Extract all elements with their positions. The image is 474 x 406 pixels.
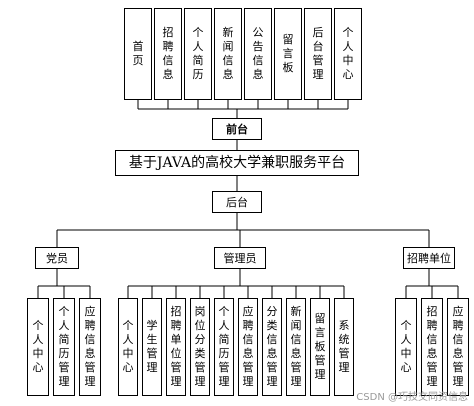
system-title-node: 基于JAVA的高校大学兼职服务平台 xyxy=(115,150,359,176)
front-module-news: 新闻信息 xyxy=(214,8,242,100)
front-module-admin-console-label: 后台管理 xyxy=(312,26,324,81)
role-member: 党员 xyxy=(35,247,79,269)
role-admin-module-9-label: 系统管理 xyxy=(338,319,350,374)
role-admin-module-0: 个人中心 xyxy=(118,298,138,396)
role-admin: 管理员 xyxy=(214,247,266,269)
role-admin-module-1-label: 学生管理 xyxy=(146,319,158,374)
front-module-notice: 公告信息 xyxy=(244,8,272,100)
role-admin-module-5: 应聘信息管理 xyxy=(238,298,258,396)
back-label: 后台 xyxy=(226,195,248,209)
front-module-home-label: 首页 xyxy=(132,40,144,67)
front-module-message-board: 留言板 xyxy=(274,8,302,100)
front-node: 前台 xyxy=(212,118,262,140)
role-employer-module-1: 招聘信息管理 xyxy=(421,298,443,396)
role-employer-module-0: 个人中心 xyxy=(395,298,417,396)
role-member-module-0: 个人中心 xyxy=(27,298,49,396)
role-employer: 招聘单位 xyxy=(403,247,455,269)
back-node: 后台 xyxy=(212,191,262,213)
role-admin-module-4-label: 个人简历管理 xyxy=(218,305,230,388)
role-member-module-1: 个人简历管理 xyxy=(53,298,75,396)
role-member-module-2-label: 应聘信息管理 xyxy=(84,305,96,388)
role-employer-module-2: 应聘信息管理 xyxy=(447,298,469,396)
front-module-job-info: 招聘信息 xyxy=(154,8,182,100)
front-module-home: 首页 xyxy=(124,8,152,100)
role-admin-module-9: 系统管理 xyxy=(334,298,354,396)
front-module-personal-center-label: 个人中心 xyxy=(342,26,354,81)
role-admin-module-0-label: 个人中心 xyxy=(122,319,134,374)
front-module-notice-label: 公告信息 xyxy=(252,26,264,81)
role-admin-module-7: 新闻信息管理 xyxy=(286,298,306,396)
front-module-news-label: 新闻信息 xyxy=(222,26,234,81)
role-member-module-2: 应聘信息管理 xyxy=(79,298,101,396)
role-admin-module-4: 个人简历管理 xyxy=(214,298,234,396)
system-title: 基于JAVA的高校大学兼职服务平台 xyxy=(128,155,346,171)
role-employer-module-2-label: 应聘信息管理 xyxy=(452,305,464,388)
role-member-module-1-label: 个人简历管理 xyxy=(58,305,70,388)
role-member-label: 党员 xyxy=(46,251,68,265)
role-admin-module-8: 留言板管理 xyxy=(310,298,330,396)
front-module-admin-console: 后台管理 xyxy=(304,8,332,100)
watermark: CSDN @巧技交同资信息 xyxy=(356,392,468,403)
role-admin-module-6-label: 分类信息管理 xyxy=(266,305,278,388)
role-admin-module-3-label: 岗位分类管理 xyxy=(194,305,206,388)
front-label: 前台 xyxy=(226,122,248,136)
role-member-module-0-label: 个人中心 xyxy=(32,319,44,374)
role-admin-module-2: 招聘单位管理 xyxy=(166,298,186,396)
role-employer-module-0-label: 个人中心 xyxy=(400,319,412,374)
role-admin-module-3: 岗位分类管理 xyxy=(190,298,210,396)
role-admin-module-6: 分类信息管理 xyxy=(262,298,282,396)
front-module-resume-label: 个人简历 xyxy=(192,26,204,81)
role-admin-label: 管理员 xyxy=(223,251,257,265)
role-employer-label: 招聘单位 xyxy=(407,251,451,265)
role-admin-module-5-label: 应聘信息管理 xyxy=(242,305,254,388)
front-module-job-info-label: 招聘信息 xyxy=(162,26,174,81)
role-admin-module-8-label: 留言板管理 xyxy=(314,312,326,381)
front-module-personal-center: 个人中心 xyxy=(334,8,362,100)
front-module-message-board-label: 留言板 xyxy=(282,33,294,74)
front-module-resume: 个人简历 xyxy=(184,8,212,100)
role-employer-module-1-label: 招聘信息管理 xyxy=(426,305,438,388)
role-admin-module-2-label: 招聘单位管理 xyxy=(170,305,182,388)
role-admin-module-1: 学生管理 xyxy=(142,298,162,396)
role-admin-module-7-label: 新闻信息管理 xyxy=(290,305,302,388)
